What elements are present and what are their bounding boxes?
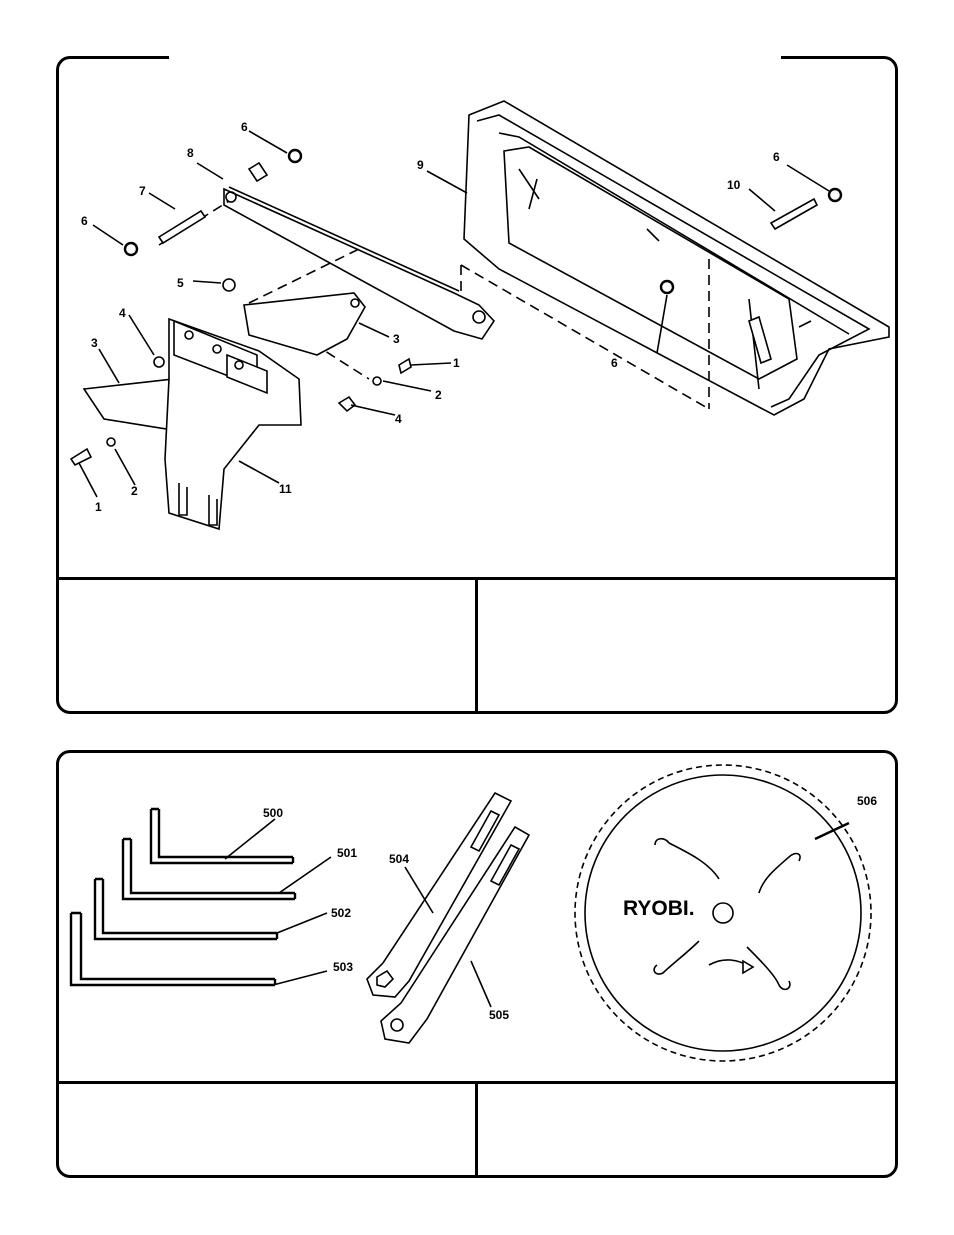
callout-6: 6: [611, 356, 618, 370]
callout-6: 6: [773, 150, 780, 164]
callout-2: 2: [131, 484, 138, 498]
wrenches-part: [366, 791, 531, 1044]
callout-8: 8: [187, 146, 194, 160]
callout-4: 4: [119, 306, 126, 320]
callout-11: 11: [279, 482, 292, 496]
description-cell-right: [478, 1084, 896, 1177]
leader-lines: [78, 130, 830, 498]
callout-6: 6: [81, 214, 88, 228]
description-cell-left: [59, 580, 475, 713]
callout-9: 9: [417, 158, 424, 172]
leader-lines: [224, 818, 492, 1008]
callout-502: 502: [331, 906, 351, 920]
blade-brand-logo: RYOBI.: [623, 897, 695, 920]
hex-keys-part: [69, 807, 297, 987]
callout-5: 5: [177, 276, 184, 290]
panel-header-gap: [169, 54, 781, 62]
callout-10: 10: [727, 178, 741, 192]
spreader-plate-part: [164, 317, 302, 531]
accessories-parts-panel: RYOBI. 500 501 502 503 504 505 506: [56, 750, 898, 1178]
callout-1: 1: [95, 500, 102, 514]
blade-guard-parts-panel: 6 8 7 6 9 6 10 5 4 3 3 1 2 4 6 2 1 11: [56, 54, 898, 714]
callout-504: 504: [389, 852, 409, 866]
callout-1: 1: [453, 356, 460, 370]
callout-3: 3: [393, 332, 400, 346]
saw-blade-part: RYOBI.: [574, 764, 872, 1062]
support-bar-part: [223, 161, 496, 340]
callout-2: 2: [435, 388, 442, 402]
callout-3: 3: [91, 336, 98, 350]
hardware-parts: [69, 148, 843, 467]
accessories-drawing: RYOBI. 500 501 502 503 504 505 506: [69, 764, 877, 1062]
callout-4: 4: [395, 412, 402, 426]
callout-506: 506: [857, 794, 877, 808]
panel-divider: [475, 1081, 478, 1177]
guard-housing-part: [463, 100, 890, 416]
panel-divider: [475, 577, 478, 713]
callout-6: 6: [241, 120, 248, 134]
callout-500: 500: [263, 806, 283, 820]
callout-7: 7: [139, 184, 146, 198]
callout-503: 503: [333, 960, 353, 974]
description-cell-right: [478, 580, 896, 713]
callout-505: 505: [489, 1008, 509, 1022]
callout-501: 501: [337, 846, 357, 860]
description-cell-left: [59, 1084, 475, 1177]
blade-guard-exploded-view: 6 8 7 6 9 6 10 5 4 3 3 1 2 4 6 2 1 11: [69, 100, 890, 531]
